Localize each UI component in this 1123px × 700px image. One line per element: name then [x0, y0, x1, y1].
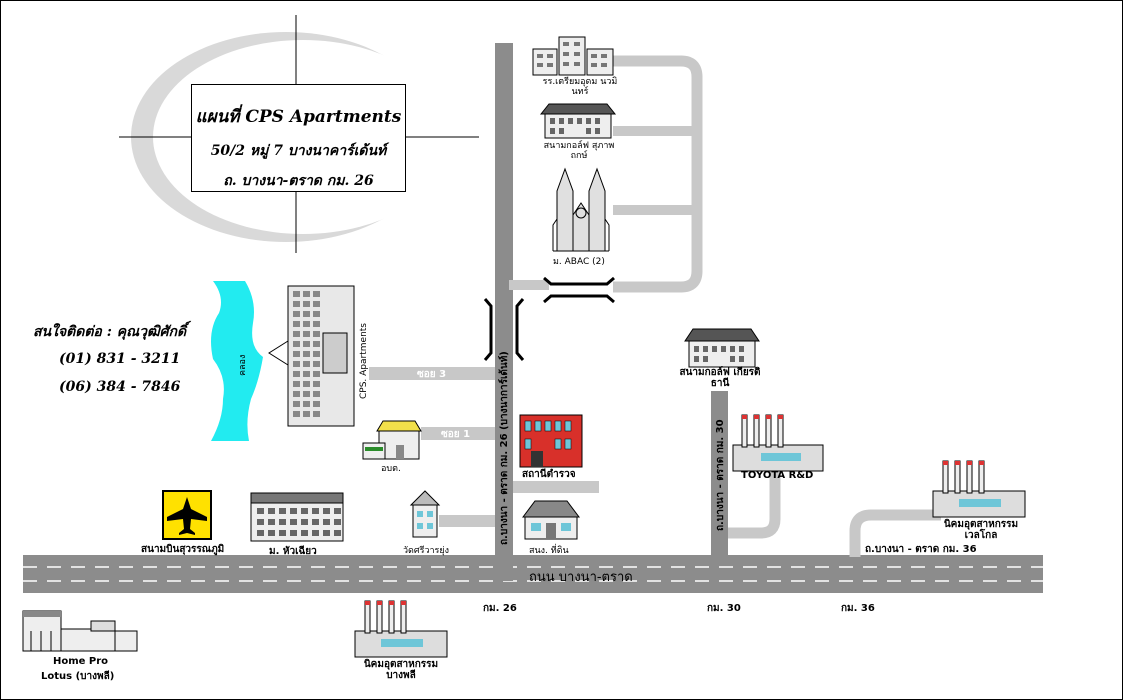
map-road: ถ. บางนา-ตราด กม. 26: [223, 173, 374, 189]
main-highway: [23, 555, 1043, 593]
land-office-icon: [522, 500, 580, 540]
homepro-label: Home Pro: [53, 656, 109, 667]
obt-building-icon: [362, 420, 422, 460]
soi3-road: [369, 367, 495, 380]
toyota-label: TOYOTA R&D: [741, 470, 814, 481]
school-label: รร.เตรียมอุดม นวมินทร์: [542, 77, 618, 97]
km26-marker: กม. 26: [483, 603, 517, 614]
road-km26: [495, 43, 513, 581]
temple-icon: [409, 490, 441, 538]
village-label: ม. หัวเฉียว: [269, 546, 317, 557]
road-km36-label: ถ.บางนา - ตราด กม. 36: [865, 544, 977, 555]
soi3-label: ซอย 3: [417, 369, 447, 380]
road-km30: [711, 391, 728, 566]
industrial-bottom-label: นิคมอุตสาหกรรม บางพลี: [363, 659, 439, 681]
km36-marker: กม. 36: [841, 603, 875, 614]
land-office-label: สนง. ที่ดิน: [529, 546, 569, 556]
lotus-label: Lotus (บางพลี): [41, 671, 115, 682]
road-km36: [849, 509, 941, 557]
cps-building-icon: [268, 285, 355, 427]
abac-label: ม. ABAC (2): [553, 257, 605, 267]
contact-label: สนใจติดต่อ : คุณวุฒิศักดิ์: [33, 324, 187, 340]
industrial-bottom-icon: [354, 600, 448, 658]
km30-marker: กม. 30: [707, 603, 741, 614]
church-icon: [552, 167, 610, 252]
main-road-label: ถนน บางนา-ตราด: [529, 570, 633, 585]
police-station-icon: [519, 414, 583, 468]
road-toyota: [728, 469, 781, 539]
police-label: สถานีตำรวจ: [522, 469, 576, 480]
soi1-label: ซอย 1: [441, 429, 471, 440]
industrial-right-label: นิคมอุตสาหกรรม เวลโกล: [943, 519, 1019, 541]
road-km30-label: ถ.บางนา - ตราด กม. 30: [715, 419, 726, 531]
village-building-icon: [250, 492, 344, 542]
map-title: แผนที่ CPS Apartments: [195, 107, 402, 127]
cps-label: CPS. Apartments: [359, 323, 369, 399]
golf-right-icon: [684, 328, 760, 368]
road-km26-label: ถ.บางนา - ตราด กม. 26 (บางนาการ์เด้นท์): [499, 351, 510, 545]
airport-label: สนามบินสุวรรณภูมิ: [141, 544, 225, 555]
golf-top-label: สนามกอล์ฟ สุภาพถกษ์: [543, 141, 615, 161]
canal: [211, 281, 263, 441]
golf-top-icon: [539, 103, 617, 139]
school-building-icon: [532, 36, 614, 76]
map-title-box: แผนที่ CPS Apartments 50/2 หมู่ 7 บางนาค…: [191, 84, 406, 192]
homepro-lotus-icon: [22, 610, 138, 652]
canal-label: คลอง: [238, 354, 248, 376]
industrial-right-icon: [932, 460, 1026, 518]
obt-label: อบต.: [381, 464, 401, 474]
contact-phone-1: (01) 831 - 3211: [59, 351, 181, 367]
map-address: 50/2 หมู่ 7 บางนาคาร์เด้นท์: [210, 143, 387, 159]
toyota-factory-icon: [732, 414, 824, 472]
temple-label: วัดศรีวารยุ่ง: [403, 546, 450, 556]
soi1-road: [421, 427, 495, 440]
loop-road: [613, 55, 703, 293]
bridge-side: [483, 298, 525, 361]
golf-right-label: สนามกอล์ฟ เกียรติธานี: [679, 367, 761, 389]
bridge-top: [543, 276, 615, 304]
contact-phone-2: (06) 384 - 7846: [59, 379, 181, 395]
airport-icon: [162, 490, 212, 540]
